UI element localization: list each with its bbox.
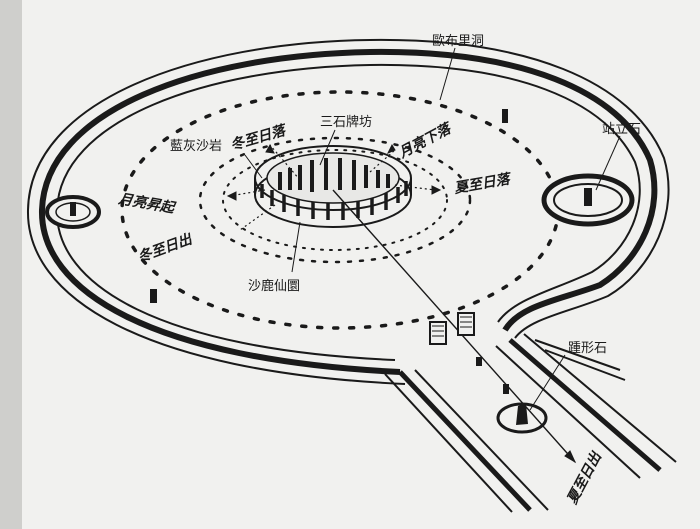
label-trilithons: 三石牌坊 (320, 114, 372, 130)
leader-lines (244, 47, 621, 411)
station-stone-right (541, 173, 635, 227)
label-winter-sunrise: 冬至日出 (136, 230, 195, 265)
label-sarsen-circle: 沙鹿仙圜 (248, 278, 300, 294)
label-station-stone: 站立石 (602, 122, 641, 137)
label-moon-rise: 月亮昇起 (116, 190, 177, 217)
portal-stones (429, 312, 509, 394)
station-stone-bottom (150, 289, 157, 303)
station-stone-left (45, 195, 101, 229)
label-winter-sunset: 冬至日落 (228, 121, 289, 154)
outer-bank (26, 38, 670, 385)
label-heel-stone: 踵形石 (568, 341, 607, 356)
scan-edge (0, 0, 22, 529)
avenue (384, 333, 677, 513)
z-holes-ring (222, 149, 448, 251)
label-bluestones: 藍灰沙岩 (170, 139, 222, 154)
alignment-arrows (226, 143, 577, 464)
label-summer-sunset: 夏至日落 (453, 170, 514, 197)
label-aubrey-holes: 歐布里洞 (432, 34, 484, 49)
y-holes-ring (198, 136, 472, 264)
station-stone-top (502, 109, 508, 123)
sarsen-circle (254, 145, 412, 228)
label-moon-set: 月亮下落 (395, 119, 456, 162)
heel-stone (496, 402, 548, 434)
summer-sunrise-axis (332, 189, 576, 463)
